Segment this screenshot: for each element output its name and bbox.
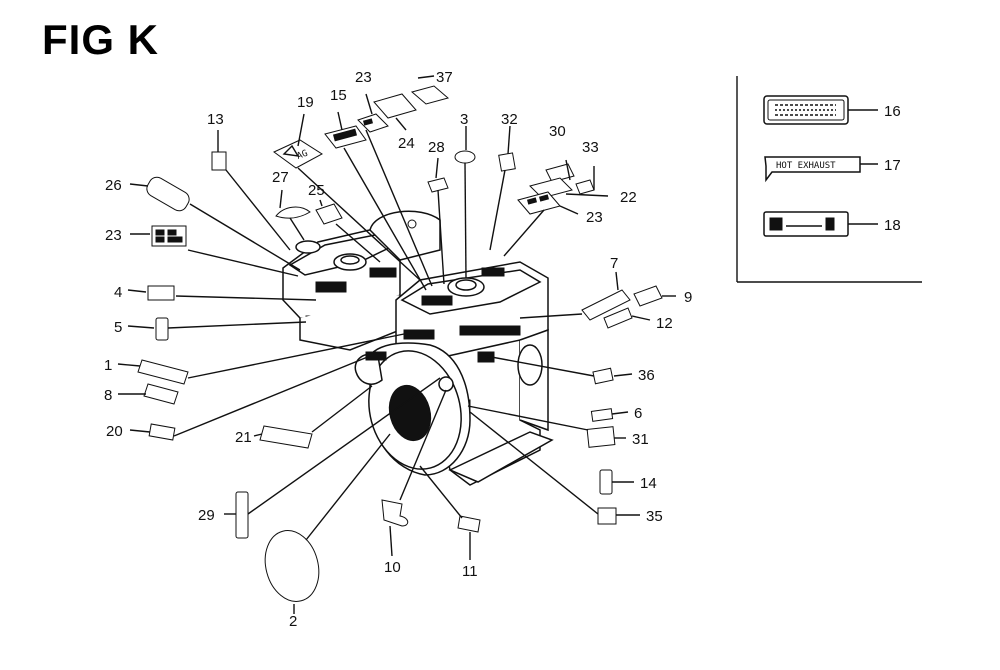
callout-20: 20 bbox=[106, 423, 123, 440]
figure-title: FIG K bbox=[42, 16, 159, 63]
leader-lines bbox=[117, 75, 676, 614]
callout-19: 19 bbox=[297, 94, 314, 111]
callout-26: 25 bbox=[308, 182, 325, 199]
callout-11: 11 bbox=[462, 563, 478, 580]
callout-23-left: 23 bbox=[105, 227, 122, 244]
callout-17: 17 bbox=[884, 157, 901, 174]
callout-2: 2 bbox=[289, 613, 297, 630]
callout-22: 22 bbox=[620, 189, 637, 206]
inset-decal-18 bbox=[763, 211, 878, 237]
callout-37: 37 bbox=[436, 69, 453, 86]
callout-25: 24 bbox=[398, 135, 415, 152]
callout-30: 29 bbox=[198, 507, 215, 524]
hot-exhaust-label-text: HOT EXHAUST bbox=[776, 161, 836, 171]
callout-7: 7 bbox=[610, 255, 618, 272]
callout-33: 32 bbox=[501, 111, 518, 128]
callout-32: 31 bbox=[632, 431, 649, 448]
callout-5: 5 bbox=[114, 319, 122, 336]
inset-decal-17: HOT EXHAUST bbox=[764, 156, 878, 183]
callout-13: 13 bbox=[207, 111, 224, 128]
callout-27: 26 bbox=[105, 177, 122, 194]
callout-31: 30 bbox=[549, 123, 566, 140]
inset-decal-16 bbox=[763, 95, 878, 125]
callout-12: 12 bbox=[656, 315, 673, 332]
callout-36: 36 bbox=[638, 367, 655, 384]
callout-21: 21 bbox=[235, 429, 252, 446]
callout-3: 3 bbox=[460, 111, 468, 128]
callout-14: 14 bbox=[640, 475, 657, 492]
callout-24: 23 bbox=[355, 69, 372, 86]
callout-28: 27 bbox=[272, 169, 289, 186]
inset-frame bbox=[736, 76, 922, 283]
callout-4: 4 bbox=[114, 284, 122, 301]
callout-15: 15 bbox=[330, 87, 347, 104]
callout-34: 33 bbox=[582, 139, 599, 156]
callout-6: 6 bbox=[634, 405, 642, 422]
callout-1: 1 bbox=[104, 357, 112, 374]
callout-numbers: 13 19 15 23 37 24 3 32 28 30 33 22 23 26… bbox=[104, 69, 901, 630]
callout-9: 9 bbox=[684, 289, 692, 306]
callout-16: 16 bbox=[884, 103, 901, 120]
callout-8: 8 bbox=[104, 387, 112, 404]
loose-decals: AG bbox=[137, 85, 663, 602]
callout-29: 28 bbox=[428, 139, 445, 156]
callout-35: 35 bbox=[646, 508, 663, 525]
callout-10: 10 bbox=[384, 559, 401, 576]
svg-text:AG: AG bbox=[296, 149, 310, 162]
callout-18: 18 bbox=[884, 217, 901, 234]
engine-illustration bbox=[282, 210, 554, 486]
callout-23-right: 23 bbox=[586, 209, 603, 226]
